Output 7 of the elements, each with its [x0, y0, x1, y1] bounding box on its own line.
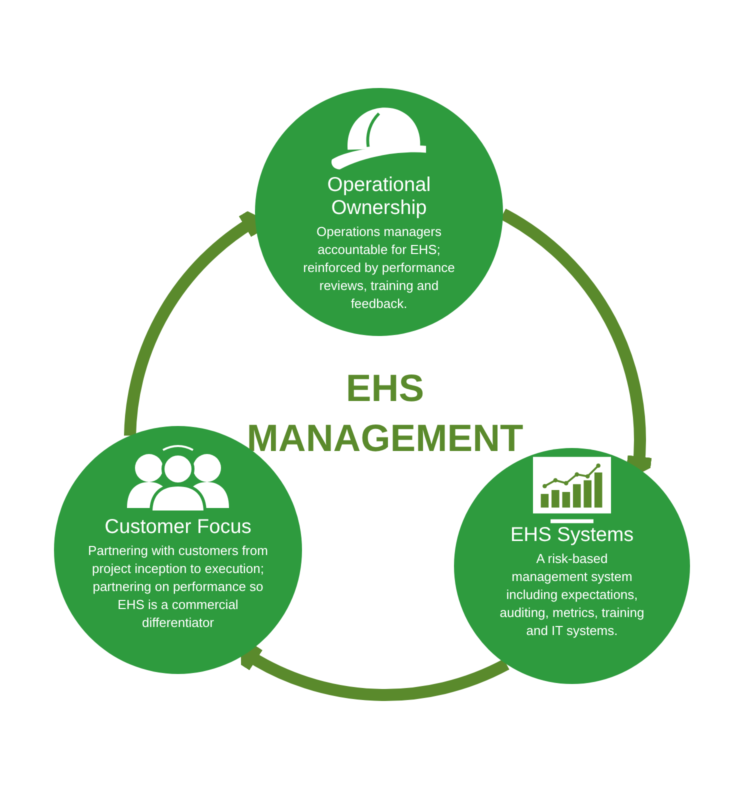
circle-heading: EHS Systems: [510, 524, 634, 547]
diagram-title: EHS MANAGEMENT: [246, 367, 524, 462]
circle-description: A risk-based management system including expectations, auditing, metrics, training and IT systems.: [498, 550, 646, 640]
circle-description: Operations managers accountable for EHS; reinforced by performance reviews, training and feedback.: [302, 223, 456, 313]
circle-heading: Operational Ownership: [326, 174, 432, 220]
circle-heading: Customer Focus: [104, 516, 252, 539]
circle-description: Partnering with customers from project inception to execution; partnering on performance so EHS is a commercial differentiator: [87, 542, 269, 632]
